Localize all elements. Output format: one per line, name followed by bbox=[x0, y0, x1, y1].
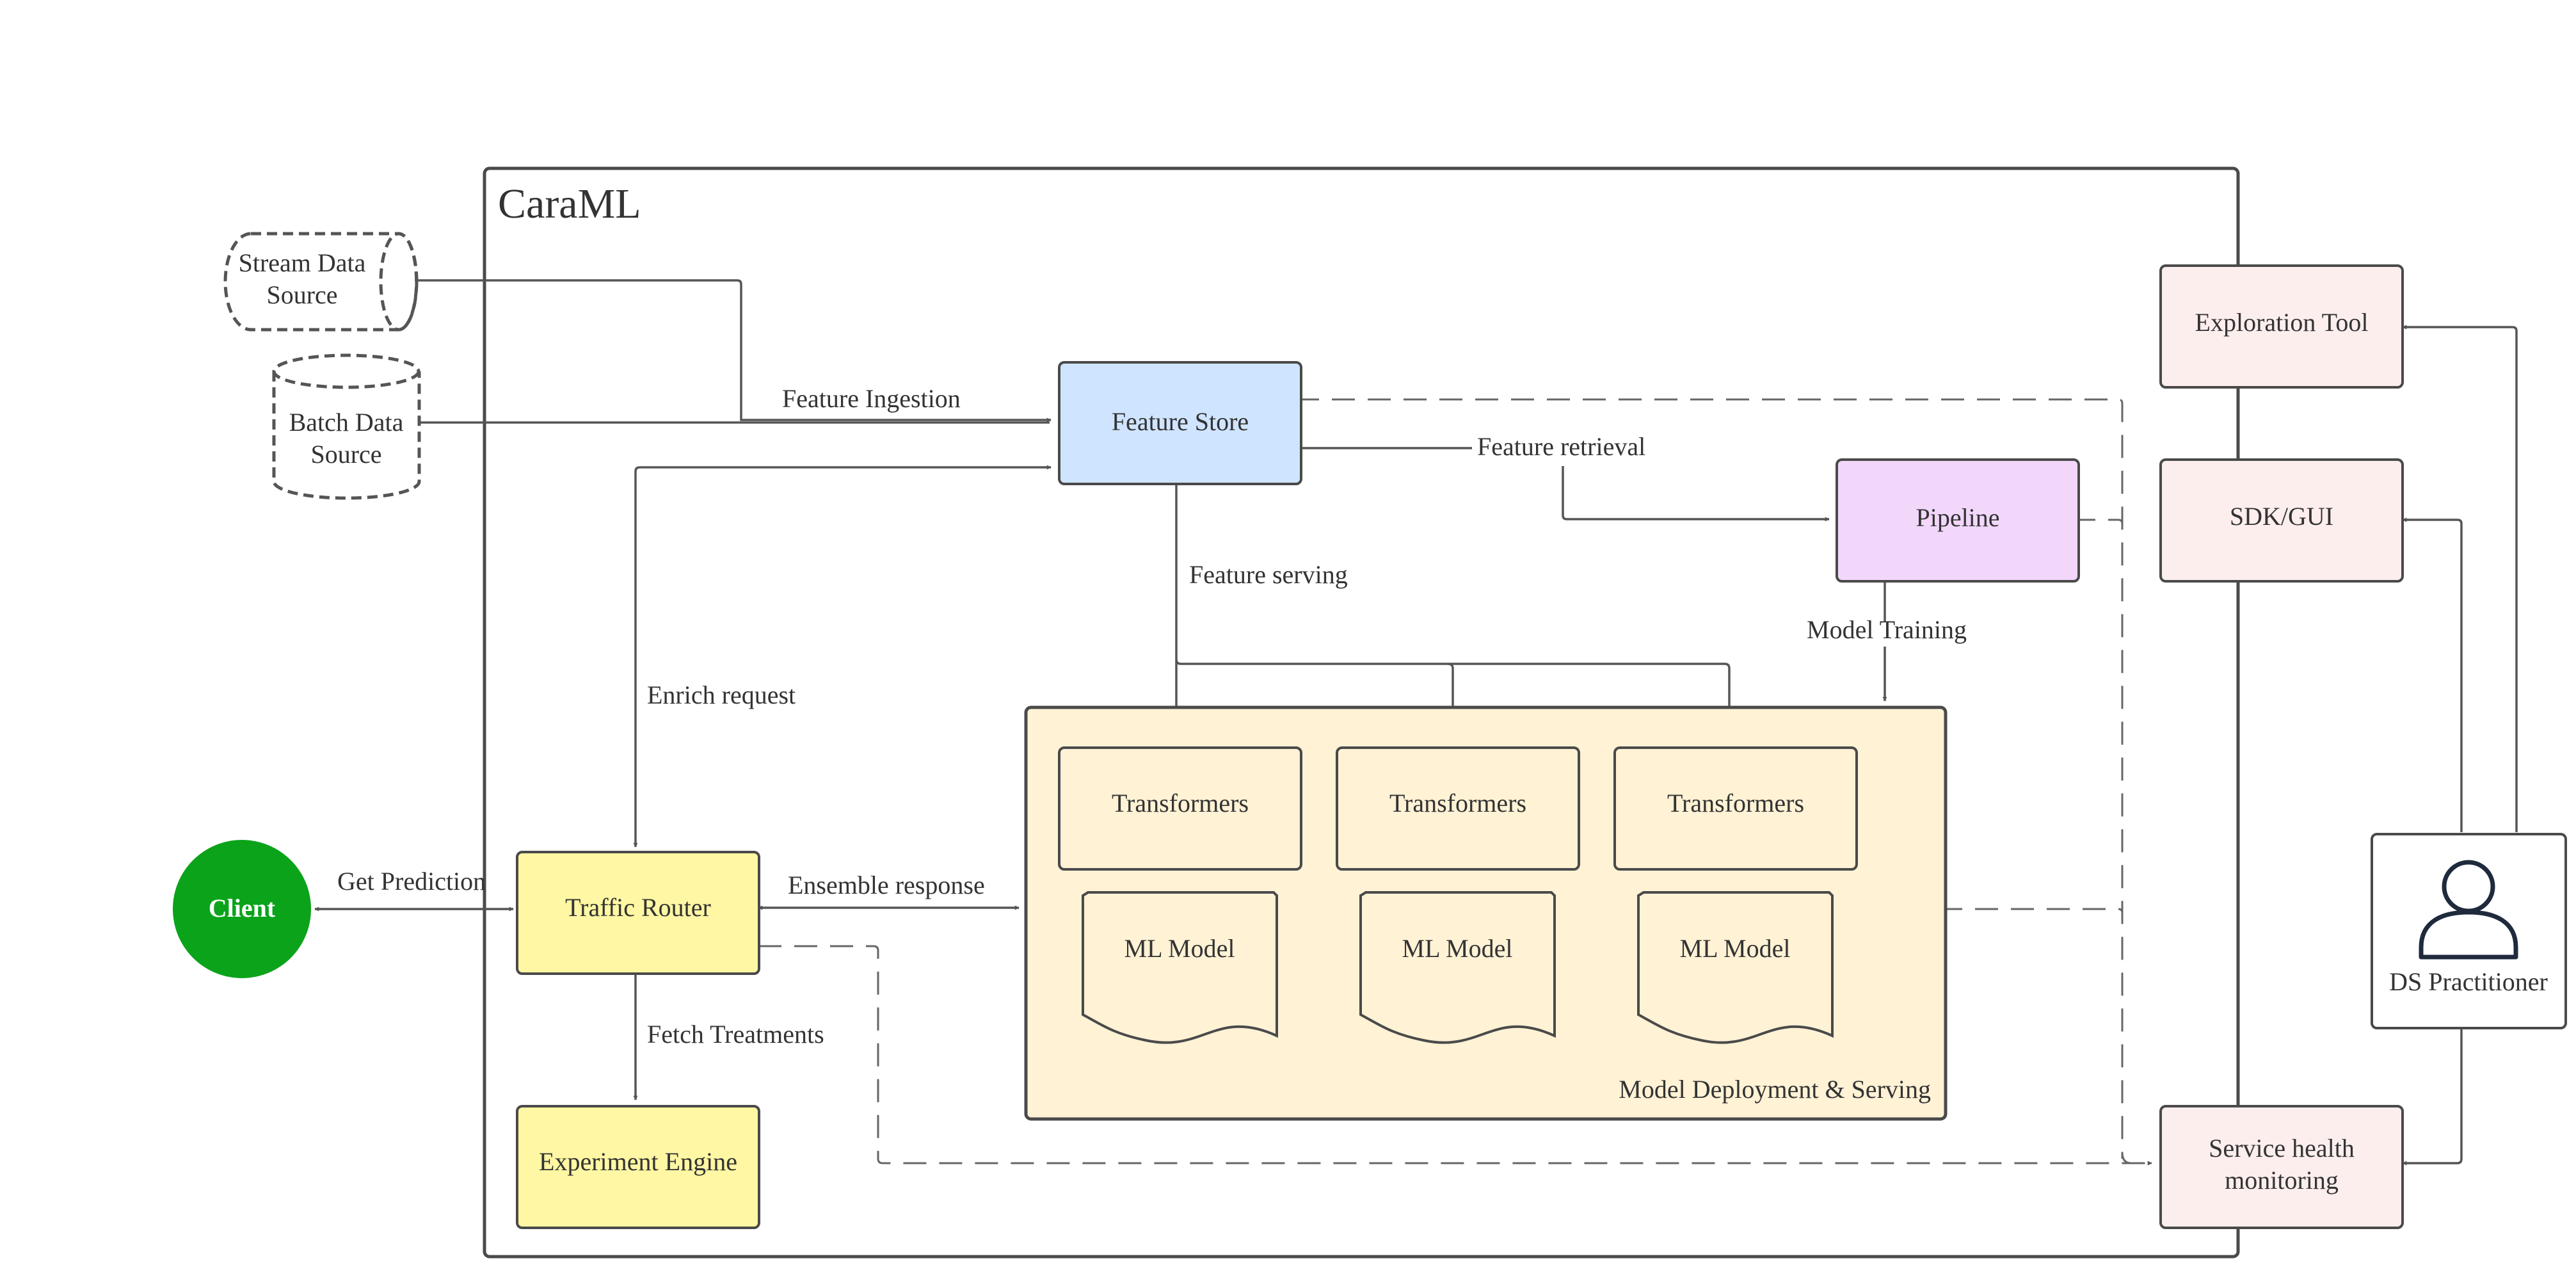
edge-stream-to-feature-store bbox=[417, 279, 1052, 423]
feature-store-label: Feature Store bbox=[1112, 407, 1249, 436]
edge-label-feature-ingestion: Feature Ingestion bbox=[782, 384, 961, 413]
ml-model-node-2: ML Model bbox=[1359, 891, 1556, 1044]
edge-label-fetch-treatments: Fetch Treatments bbox=[647, 1020, 824, 1049]
ml-model-node-3: ML Model bbox=[1637, 891, 1834, 1044]
transformers-node-1: Transformers bbox=[1058, 746, 1302, 871]
transformers-label: Transformers bbox=[1667, 789, 1804, 817]
edge-ds-to-sdk bbox=[2402, 517, 2463, 832]
sdk-gui-label: SDK/GUI bbox=[2230, 502, 2333, 531]
service-health-line2: monitoring bbox=[2225, 1166, 2339, 1195]
stream-source-line2: Source bbox=[266, 280, 337, 309]
edge-label-ensemble-response: Ensemble response bbox=[788, 871, 985, 899]
ml-model-node-1: ML Model bbox=[1082, 891, 1278, 1044]
edge-dash-pipeline bbox=[2072, 519, 2124, 524]
pipeline-node: Pipeline bbox=[1836, 458, 2080, 583]
edge-feature-serving-branch bbox=[1175, 659, 1732, 743]
exploration-tool-label: Exploration Tool bbox=[2195, 308, 2369, 337]
transformers-node-2: Transformers bbox=[1336, 746, 1580, 871]
traffic-router-node: Traffic Router bbox=[516, 851, 760, 975]
caraml-title: CaraML bbox=[498, 181, 641, 227]
service-health-monitoring-node: Service health monitoring bbox=[2159, 1105, 2404, 1229]
edge-dash-feature-store bbox=[1296, 398, 2124, 1159]
ml-model-label: ML Model bbox=[1124, 934, 1235, 963]
batch-data-source: Batch Data Source bbox=[272, 353, 421, 500]
edge-label-model-training: Model Training bbox=[1807, 615, 1967, 644]
ml-model-label: ML Model bbox=[1402, 934, 1513, 963]
ds-practitioner-label: DS Practitioner bbox=[2389, 967, 2548, 996]
model-deployment-label: Model Deployment & Serving bbox=[1619, 1075, 1931, 1104]
edge-enrich-request bbox=[633, 465, 1052, 848]
ml-model-label: ML Model bbox=[1680, 934, 1791, 963]
ds-practitioner-node: DS Practitioner bbox=[2371, 833, 2567, 1029]
edge-label-feature-retrieval: Feature retrieval bbox=[1477, 432, 1645, 461]
client-node: Client bbox=[173, 840, 311, 978]
person-icon bbox=[2419, 860, 2518, 960]
feature-store-node: Feature Store bbox=[1058, 361, 1302, 485]
batch-source-line1: Batch Data bbox=[289, 408, 404, 437]
edge-dash-router bbox=[758, 945, 2152, 1166]
edge-label-get-prediction: Get Prediction bbox=[337, 867, 486, 896]
traffic-router-label: Traffic Router bbox=[565, 893, 711, 922]
client-label: Client bbox=[209, 894, 276, 922]
batch-source-line2: Source bbox=[310, 440, 381, 469]
edge-dash-deployment bbox=[1939, 908, 2124, 914]
edge-ds-to-monitoring bbox=[2402, 1027, 2463, 1166]
edge-label-enrich-request: Enrich request bbox=[647, 680, 796, 709]
edge-feature-serving-branch-2 bbox=[1447, 663, 1455, 743]
sdk-gui-node: SDK/GUI bbox=[2159, 458, 2404, 583]
edge-ds-to-exploration bbox=[2402, 325, 2518, 832]
experiment-engine-label: Experiment Engine bbox=[539, 1147, 737, 1176]
stream-data-source: Stream Data Source bbox=[223, 232, 419, 332]
exploration-tool-node: Exploration Tool bbox=[2159, 264, 2404, 389]
transformers-label: Transformers bbox=[1112, 789, 1249, 817]
transformers-node-3: Transformers bbox=[1613, 746, 1858, 871]
edge-feature-retrieval-2 bbox=[1562, 466, 1830, 522]
stream-source-line1: Stream Data bbox=[239, 248, 366, 277]
edge-dash-to-monitoring bbox=[2121, 1152, 2152, 1164]
experiment-engine-node: Experiment Engine bbox=[516, 1105, 760, 1229]
edge-label-feature-serving: Feature serving bbox=[1189, 560, 1348, 589]
service-health-line1: Service health bbox=[2209, 1134, 2355, 1163]
transformers-label: Transformers bbox=[1389, 789, 1526, 817]
pipeline-label: Pipeline bbox=[1916, 503, 1999, 532]
